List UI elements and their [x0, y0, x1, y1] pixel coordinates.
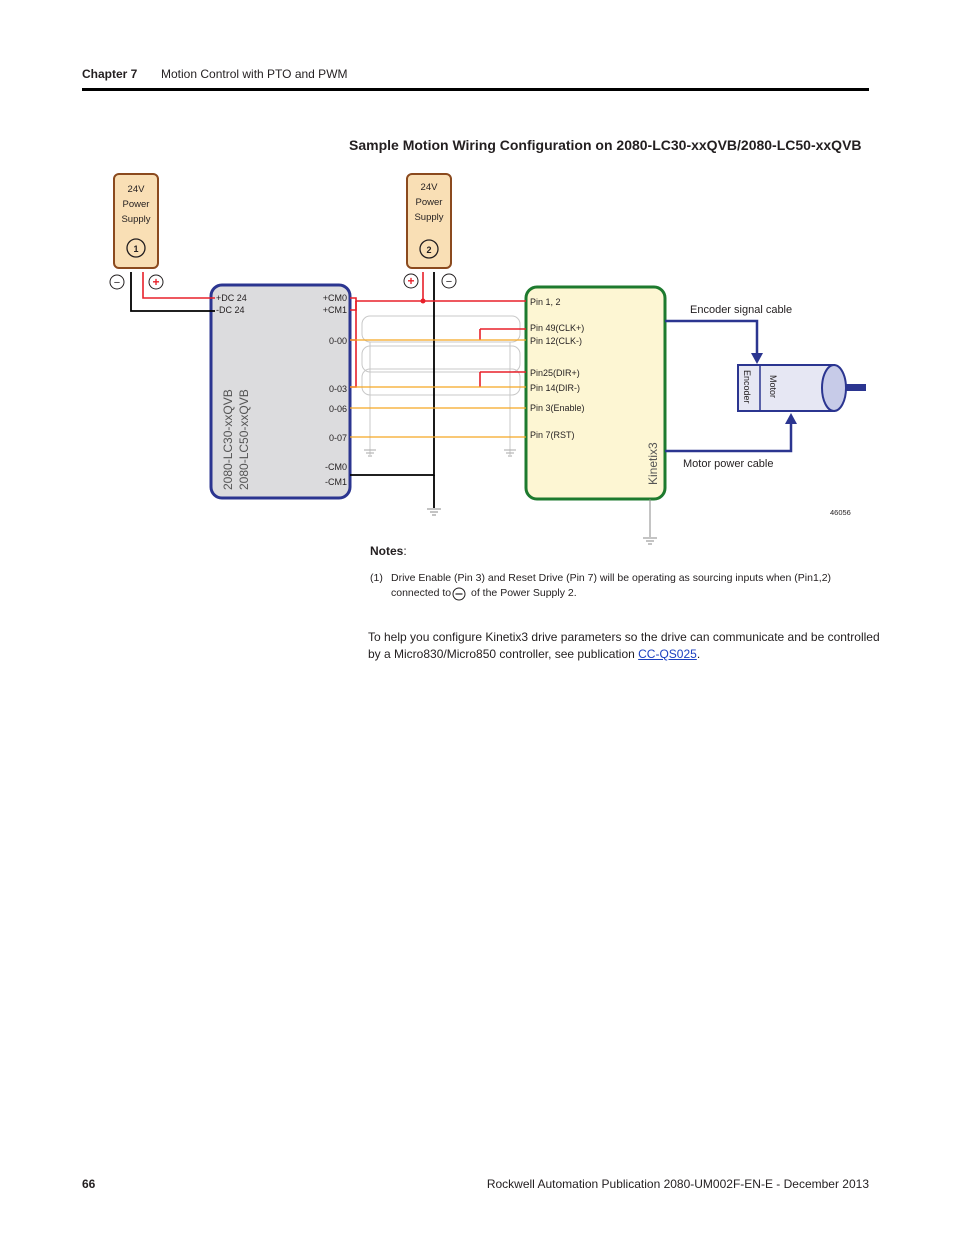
- publication-link[interactable]: CC-QS025: [638, 647, 697, 661]
- encoder-cable-arrow: [751, 353, 763, 364]
- controller-block: +DC 24 -DC 24 +CM0 +CM1 0-00 0-03 0-06 0…: [209, 283, 352, 500]
- drive-pin-enable: Pin 3(Enable): [530, 403, 585, 413]
- encoder-label: Encoder: [742, 370, 752, 404]
- minus-terminal-icon: [452, 587, 466, 601]
- page-number: 66: [82, 1177, 96, 1191]
- controller-pin-o06: 0-06: [329, 404, 347, 414]
- controller-name-1: 2080-LC30-xxQVB: [221, 389, 235, 490]
- motor-power-cable: [665, 422, 793, 453]
- controller-pin-cm1-minus: -CM1: [325, 477, 347, 487]
- controller-name-2: 2080-LC50-xxQVB: [237, 389, 251, 490]
- drive-pin-rst: Pin 7(RST): [530, 430, 575, 440]
- ground-symbol-psu2: [427, 508, 441, 516]
- drive-pin-dir-plus: Pin25(DIR+): [530, 368, 580, 378]
- encoder-cable-label: Encoder signal cable: [690, 304, 792, 316]
- paragraph-line-2: by a Micro830/Micro850 controller, see p…: [368, 647, 701, 661]
- controller-pin-o03: 0-03: [329, 384, 347, 394]
- header-rule: [82, 88, 869, 91]
- publication-info: Rockwell Automation Publication 2080-UM0…: [486, 1177, 869, 1191]
- cable-grounds: [364, 449, 516, 457]
- controller-pin-dc24-minus: -DC 24: [216, 305, 245, 315]
- motor-label: Motor: [768, 375, 778, 398]
- motor-cable-arrow: [785, 413, 797, 424]
- ground-symbol-drive: [643, 499, 657, 545]
- note-line-2a: connected to: [391, 587, 452, 599]
- psu2-minus-terminal: −: [441, 273, 457, 289]
- power-supply-1: 24V Power Supply 1: [113, 173, 159, 269]
- paragraph-line-1: To help you configure Kinetix3 drive par…: [368, 630, 880, 644]
- motor: Encoder Motor: [737, 364, 866, 412]
- note-number: (1): [370, 572, 383, 584]
- power-supply-2: 24V Power Supply 2: [406, 173, 452, 269]
- orange-wires: [350, 339, 526, 438]
- svg-text:+: +: [407, 274, 414, 288]
- drive-block: Pin 1, 2 Pin 49(CLK+) Pin 12(CLK-) Pin25…: [524, 285, 667, 501]
- psu2-line3: Supply: [414, 212, 443, 223]
- cable-bundle: [361, 315, 521, 455]
- drive-pin-dir-minus: Pin 14(DIR-): [530, 383, 580, 393]
- red-junction: [420, 298, 426, 304]
- svg-text:−: −: [446, 276, 452, 288]
- psu2-number: 2: [426, 245, 431, 255]
- psu2-plus-terminal: +: [403, 273, 419, 289]
- figure-title: Sample Motion Wiring Configuration on 20…: [349, 137, 862, 153]
- svg-text:+: +: [152, 275, 159, 289]
- chapter-label: Chapter 7: [82, 67, 138, 81]
- drive-pin-clk-minus: Pin 12(CLK-): [530, 336, 582, 346]
- controller-pin-o00: 0-00: [329, 336, 347, 346]
- motor-cable-label: Motor power cable: [683, 458, 774, 470]
- psu1-number: 1: [133, 244, 138, 254]
- psu2-line2: Power: [416, 197, 443, 208]
- controller-pin-cm0-plus: +CM0: [323, 293, 347, 303]
- controller-pin-cm0-minus: -CM0: [325, 462, 347, 472]
- controller-pin-cm1-plus: +CM1: [323, 305, 347, 315]
- psu1-line2: Power: [123, 199, 150, 210]
- psu1-line3: Supply: [121, 214, 150, 225]
- psu1-line1: 24V: [128, 184, 146, 195]
- svg-text:−: −: [114, 277, 120, 289]
- drive-pin-1-2: Pin 1, 2: [530, 297, 561, 307]
- wiring-diagram: 24V Power Supply 1 24V Power Supply 2 − …: [109, 173, 866, 545]
- figure-id: 46056: [830, 508, 851, 517]
- chapter-title: Motion Control with PTO and PWM: [161, 67, 348, 81]
- psu1-plus-terminal: +: [148, 274, 164, 290]
- drive-name: Kinetix3: [646, 442, 660, 485]
- drive-pin-clk-plus: Pin 49(CLK+): [530, 323, 584, 333]
- encoder-signal-cable: [665, 319, 759, 355]
- controller-pin-dc24-plus: +DC 24: [216, 293, 247, 303]
- note-line-1: Drive Enable (Pin 3) and Reset Drive (Pi…: [391, 572, 832, 584]
- psu1-minus-terminal: −: [109, 274, 125, 290]
- notes-heading: Notes:: [370, 544, 407, 558]
- psu2-line1: 24V: [421, 182, 439, 193]
- controller-pin-o07: 0-07: [329, 433, 347, 443]
- note-line-2b: of the Power Supply 2.: [471, 587, 577, 599]
